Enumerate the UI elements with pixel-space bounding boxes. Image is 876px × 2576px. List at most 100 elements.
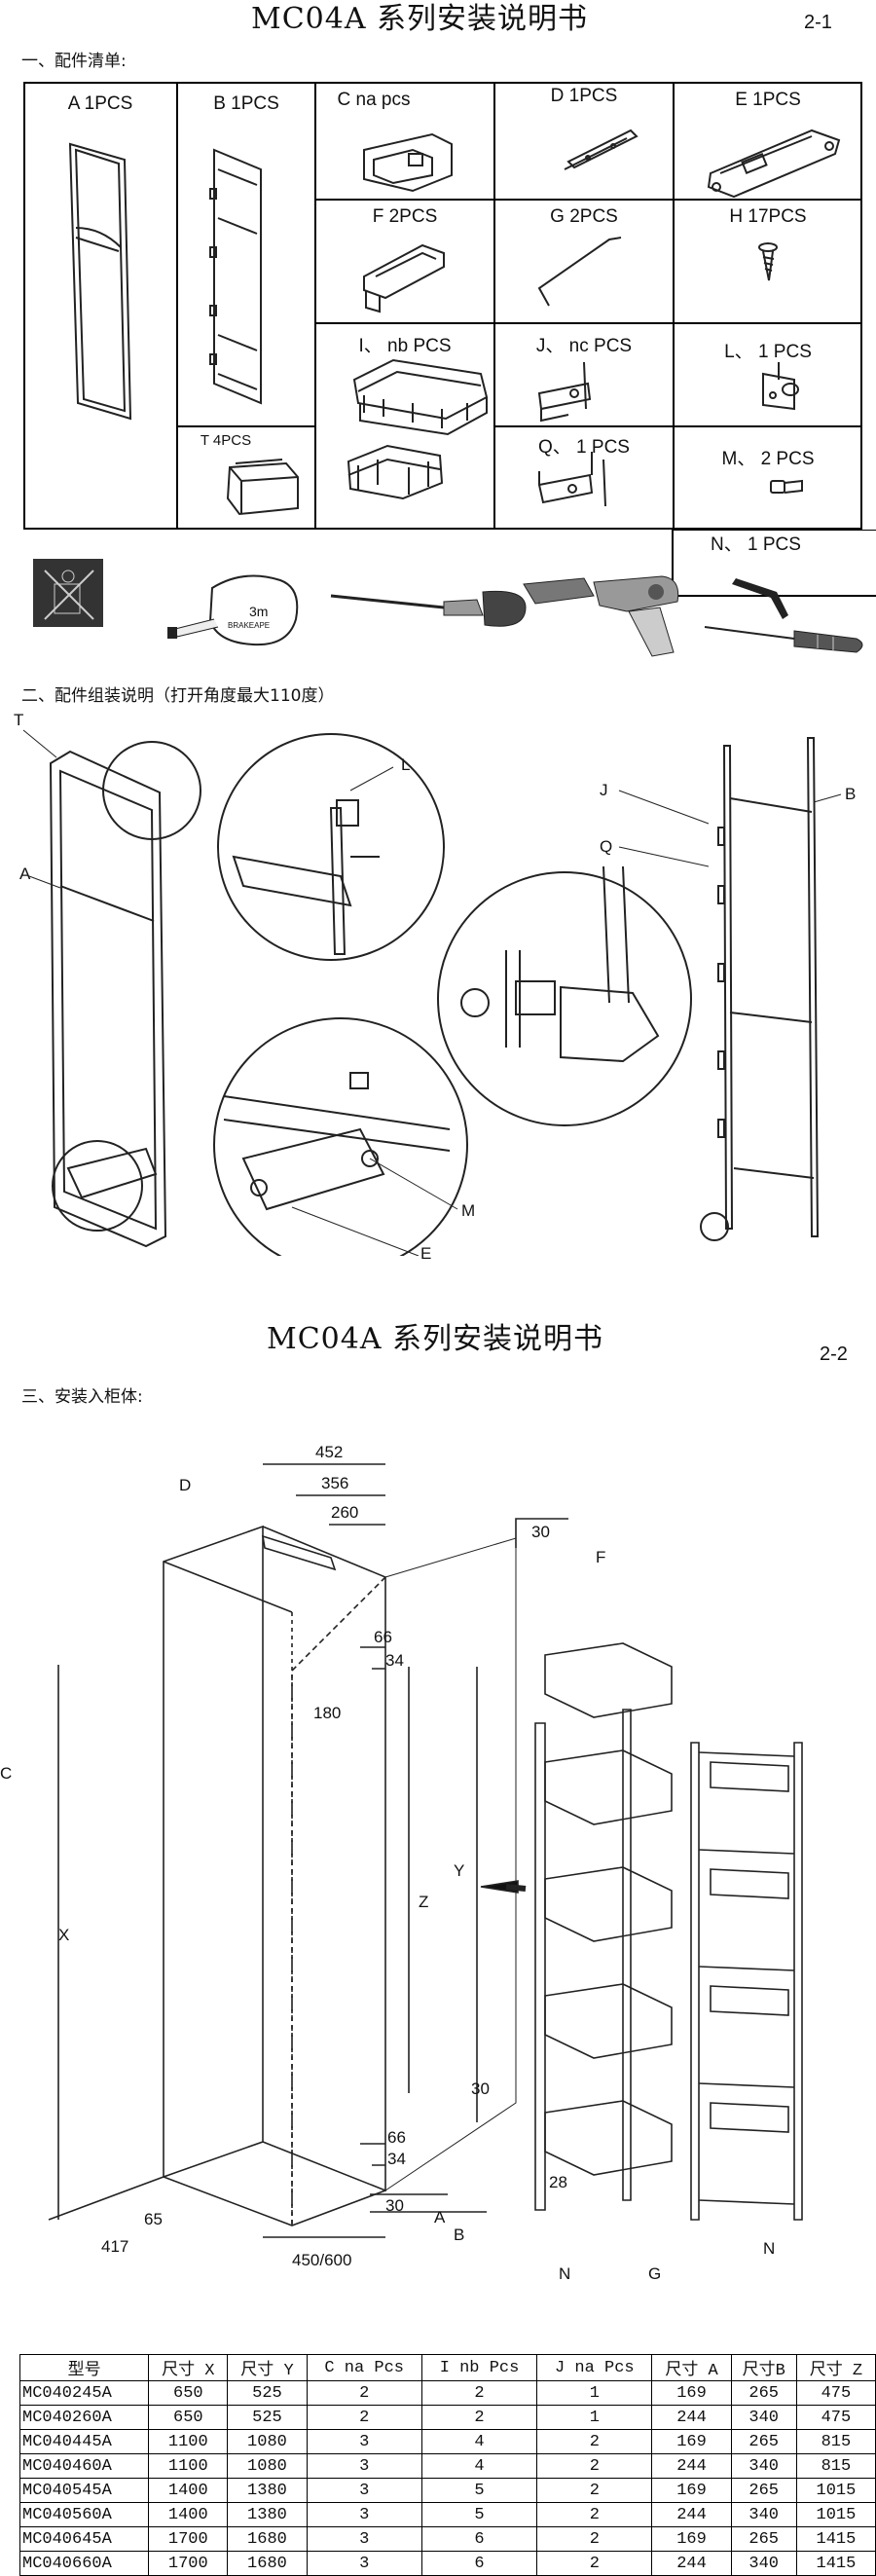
table-cell: 4	[420, 2429, 538, 2454]
callout-m: M	[461, 1201, 476, 1220]
table-cell: 1680	[227, 2551, 308, 2576]
table-cell: MC040645A	[18, 2526, 150, 2552]
basket-i-icon	[352, 358, 489, 436]
cabinet-drawing	[48, 1463, 803, 2238]
table-cell: 525	[227, 2405, 308, 2430]
screwdriver-icon	[330, 590, 527, 627]
table-cell: 2	[536, 2453, 653, 2479]
col-i: I nb Pcs	[420, 2354, 538, 2381]
table-cell: 4	[420, 2453, 538, 2479]
table-cell: MC040260A	[18, 2405, 150, 2430]
part-a-label: A 1PCS	[67, 93, 133, 114]
table-cell: 815	[795, 2429, 876, 2454]
label-n-right: N	[763, 2239, 776, 2258]
dim-452: 452	[315, 1443, 344, 1461]
table-cell: 340	[730, 2405, 797, 2430]
callout-b: B	[845, 785, 857, 803]
table-cell: 244	[651, 2405, 732, 2430]
label-c: C	[0, 1764, 13, 1783]
screw-h-icon	[758, 242, 778, 281]
table-cell: 1	[536, 2380, 653, 2406]
tape-label: 3m	[249, 604, 269, 619]
part-i-label: I、 nb PCS	[358, 336, 452, 356]
col-j: J na Pcs	[536, 2354, 653, 2381]
rod-g-icon	[537, 237, 622, 307]
dim-66-bottom: 66	[387, 2128, 406, 2147]
col-b: 尺寸B	[730, 2354, 797, 2381]
section1-heading: 一、配件清单:	[21, 52, 127, 71]
spec-table-header: 型号 尺寸 X 尺寸 Y C na Pcs I nb Pcs J na Pcs …	[18, 2354, 876, 2381]
table-cell: 1400	[148, 2502, 229, 2527]
table-cell: 1380	[227, 2478, 308, 2503]
table-cell: 3	[306, 2478, 422, 2503]
assembly-illustration: T A L M E J Q B	[0, 711, 876, 1263]
part-h-label: H 17PCS	[729, 206, 807, 227]
part-l-label: L、 1 PCS	[724, 342, 812, 362]
cabinet-illustration: 452 356 260 30 66 34 180 66 34 30 30 28 …	[0, 1421, 876, 2283]
table-cell: 1015	[795, 2478, 876, 2503]
table-cell: 265	[730, 2478, 797, 2503]
section2-heading: 二、配件组装说明（打开角度最大110度）	[21, 686, 335, 706]
table-cell: 5	[420, 2502, 538, 2527]
rail-d-icon	[564, 129, 639, 170]
bracket-j-icon	[537, 361, 592, 423]
table-cell: 2	[536, 2429, 653, 2454]
table-cell: 1100	[148, 2453, 229, 2479]
callout-a: A	[19, 865, 31, 883]
bolt-m-icon	[770, 479, 803, 494]
label-g: G	[648, 2264, 662, 2283]
spec-table: 型号 尺寸 X 尺寸 Y C na Pcs I nb Pcs J na Pcs …	[18, 2354, 876, 2576]
table-cell: MC040460A	[18, 2453, 150, 2479]
table-cell: 2	[306, 2380, 422, 2406]
label-x: X	[58, 1926, 70, 1944]
table-cell: 3	[306, 2453, 422, 2479]
table-cell: 475	[795, 2380, 876, 2406]
part-n-label: N、 1 PCS	[711, 534, 801, 555]
ladder-b-icon	[209, 148, 262, 405]
table-cell: 265	[730, 2526, 797, 2552]
table-cell: MC040445A	[18, 2429, 150, 2454]
callout-q: Q	[600, 837, 613, 856]
table-cell: 2	[420, 2405, 538, 2430]
dim-450-600: 450/600	[292, 2251, 352, 2269]
table-cell: 2	[536, 2551, 653, 2576]
basket-tower-right	[690, 1742, 803, 2221]
table-cell: 3	[306, 2526, 422, 2552]
label-d: D	[179, 1476, 192, 1494]
dim-66-top: 66	[374, 1628, 392, 1646]
allen-key-icon	[732, 578, 788, 619]
table-cell: 169	[651, 2478, 732, 2503]
label-a: A	[434, 2208, 446, 2226]
table-cell: 265	[730, 2429, 797, 2454]
dim-34-bottom: 34	[387, 2150, 406, 2168]
parts-grid-lines	[23, 82, 862, 530]
dim-417: 417	[101, 2237, 129, 2256]
table-cell: 2	[536, 2526, 653, 2552]
table-cell: 340	[730, 2502, 797, 2527]
dim-30-mid: 30	[471, 2079, 490, 2098]
table-cell: 525	[227, 2380, 308, 2406]
table-cell: 2	[536, 2502, 653, 2527]
no-disposal-icon	[33, 559, 103, 627]
table-cell: 2	[536, 2478, 653, 2503]
label-z: Z	[419, 1893, 429, 1911]
tape-brand: BRAKEAPE	[228, 621, 271, 630]
page1-title: MC04A 系列安装说明书	[251, 2, 589, 36]
table-cell: 1680	[227, 2526, 308, 2552]
table-cell: 1	[536, 2405, 653, 2430]
table-cell: 1080	[227, 2453, 308, 2479]
page2-number: 2-2	[820, 1343, 848, 1365]
label-b: B	[454, 2226, 465, 2244]
bracket-q-icon	[537, 452, 606, 507]
part-f-label: F 2PCS	[372, 206, 438, 227]
part-j-label: J、 nc PCS	[535, 336, 633, 356]
tools-row: 3m BRAKEAPE N、 1 PCS	[19, 530, 876, 662]
part-g-label: G 2PCS	[550, 206, 618, 227]
section3-heading: 三、安装入柜体:	[21, 1387, 143, 1407]
table-cell: 6	[420, 2526, 538, 2552]
table-cell: 244	[651, 2453, 732, 2479]
table-cell: 1080	[227, 2429, 308, 2454]
col-model: 型号	[18, 2354, 150, 2381]
table-cell: 2	[420, 2380, 538, 2406]
